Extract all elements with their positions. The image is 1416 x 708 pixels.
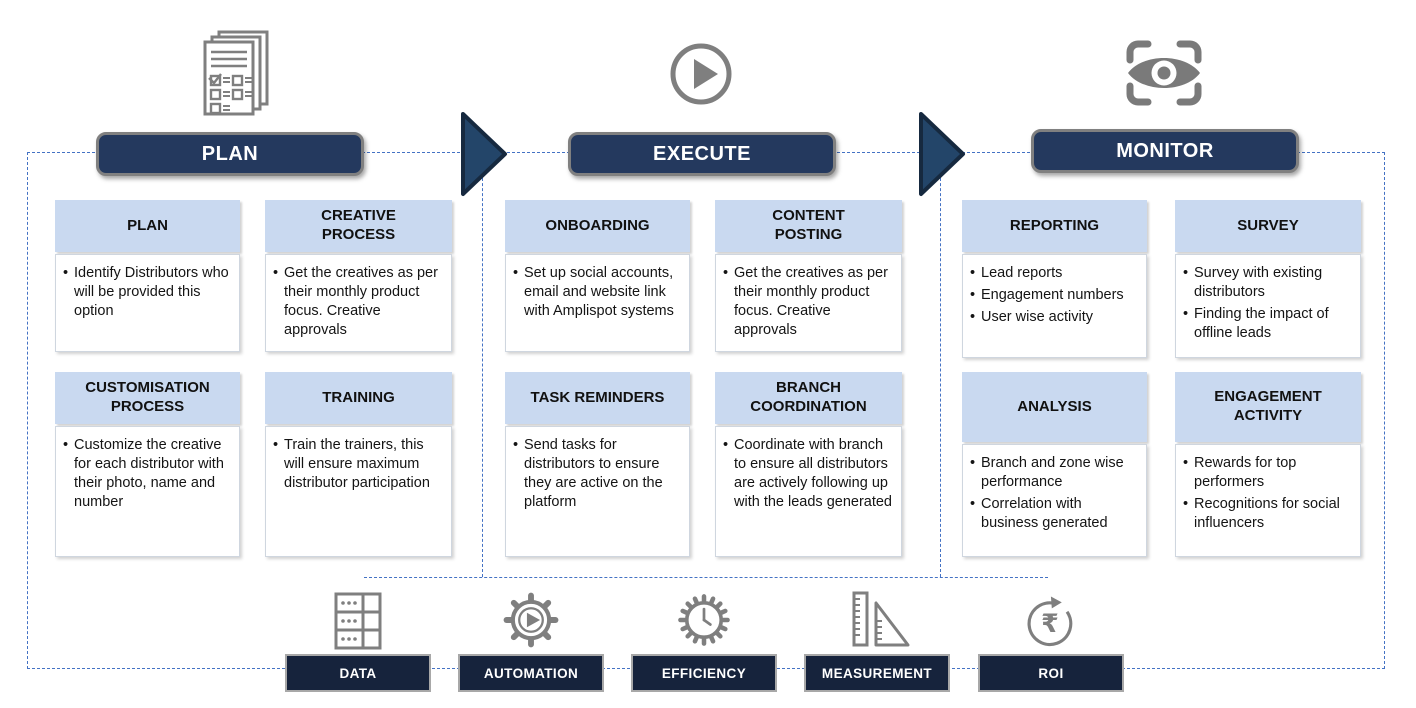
phase-header-plan: PLAN	[96, 132, 364, 176]
card-body: Coordinate with branch to ensure all dis…	[715, 426, 902, 557]
rupee-cycle-icon: ₹	[1027, 596, 1073, 647]
card-engagement-activity: ENGAGEMENT ACTIVITY Rewards for top perf…	[1175, 372, 1361, 557]
card-title: ENGAGEMENT ACTIVITY	[1175, 372, 1361, 442]
gear-play-icon	[503, 592, 559, 648]
card-title: REPORTING	[962, 200, 1147, 252]
play-circle-icon	[670, 43, 732, 105]
card-title: SURVEY	[1175, 200, 1361, 252]
card-creative-process: CREATIVE PROCESS Get the creatives as pe…	[265, 200, 452, 352]
bullet: Engagement numbers	[970, 286, 1142, 305]
phase-header-monitor: MONITOR	[1031, 129, 1299, 173]
dashed-separator-plan-execute	[482, 153, 483, 577]
card-body: Send tasks for distributors to ensure th…	[505, 426, 690, 557]
card-analysis: ANALYSIS Branch and zone wise performanc…	[962, 372, 1147, 557]
clock-badge-icon	[678, 594, 730, 646]
table-data-icon	[334, 592, 382, 650]
card-content-posting: CONTENT POSTING Get the creatives as per…	[715, 200, 902, 352]
card-title: CREATIVE PROCESS	[265, 200, 452, 252]
card-body: Lead reports Engagement numbers User wis…	[962, 254, 1147, 358]
eye-scan-icon	[1126, 40, 1202, 106]
bullet: Finding the impact of offline leads	[1183, 305, 1356, 343]
card-title: TASK REMINDERS	[505, 372, 690, 424]
flow-arrow-icon	[919, 112, 965, 196]
footer-badge-data: DATA	[285, 654, 431, 692]
flow-arrow-icon	[461, 112, 507, 196]
bullet: Recognitions for social influencers	[1183, 495, 1356, 533]
card-body: Survey with existing distributors Findin…	[1175, 254, 1361, 358]
card-training: TRAINING Train the trainers, this will e…	[265, 372, 452, 557]
card-body: Branch and zone wise performance Correla…	[962, 444, 1147, 557]
card-title: PLAN	[55, 200, 240, 252]
card-onboarding: ONBOARDING Set up social accounts, email…	[505, 200, 690, 352]
card-title: BRANCH COORDINATION	[715, 372, 902, 424]
card-title: CONTENT POSTING	[715, 200, 902, 252]
card-body: Train the trainers, this will ensure max…	[265, 426, 452, 557]
bullet: Rewards for top performers	[1183, 454, 1356, 492]
bullet: User wise activity	[970, 308, 1142, 327]
phase-label: PLAN	[201, 142, 259, 165]
bullet: Survey with existing distributors	[1183, 264, 1356, 302]
phase-label: EXECUTE	[653, 142, 751, 165]
bullet: Get the creatives as per their monthly p…	[273, 264, 447, 339]
dashed-footer-line	[364, 577, 1048, 578]
phase-label: MONITOR	[1116, 139, 1214, 162]
dashed-separator-execute-monitor	[940, 153, 941, 577]
footer-badge-roi: ROI	[978, 654, 1124, 692]
card-body: Rewards for top performers Recognitions …	[1175, 444, 1361, 557]
card-body: Set up social accounts, email and websit…	[505, 254, 690, 352]
card-title: TRAINING	[265, 372, 452, 424]
card-survey: SURVEY Survey with existing distributors…	[1175, 200, 1361, 358]
bullet: Correlation with business generated	[970, 495, 1142, 533]
bullet: Set up social accounts, email and websit…	[513, 264, 685, 321]
card-body: Identify Distributors who will be provid…	[55, 254, 240, 352]
footer-badge-measurement: MEASUREMENT	[804, 654, 950, 692]
card-title: ANALYSIS	[962, 372, 1147, 442]
card-branch-coordination: BRANCH COORDINATION Coordinate with bran…	[715, 372, 902, 557]
card-body: Get the creatives as per their monthly p…	[715, 254, 902, 352]
card-body: Customize the creative for each distribu…	[55, 426, 240, 557]
card-title: ONBOARDING	[505, 200, 690, 252]
bullet: Coordinate with branch to ensure all dis…	[723, 436, 897, 511]
ruler-set-square-icon	[852, 591, 910, 647]
bullet: Train the trainers, this will ensure max…	[273, 436, 447, 493]
phase-header-execute: EXECUTE	[568, 132, 836, 176]
footer-badge-efficiency: EFFICIENCY	[631, 654, 777, 692]
card-plan: PLAN Identify Distributors who will be p…	[55, 200, 240, 352]
bullet: Lead reports	[970, 264, 1142, 283]
footer-badge-automation: AUTOMATION	[458, 654, 604, 692]
card-task-reminders: TASK REMINDERS Send tasks for distributo…	[505, 372, 690, 557]
card-customisation-process: CUSTOMISATION PROCESS Customize the crea…	[55, 372, 240, 557]
bullet: Identify Distributors who will be provid…	[63, 264, 235, 321]
checklist-pages-icon	[203, 30, 269, 116]
bullet: Send tasks for distributors to ensure th…	[513, 436, 685, 511]
card-title: CUSTOMISATION PROCESS	[55, 372, 240, 424]
card-reporting: REPORTING Lead reports Engagement number…	[962, 200, 1147, 358]
svg-text:₹: ₹	[1041, 608, 1059, 638]
card-body: Get the creatives as per their monthly p…	[265, 254, 452, 352]
bullet: Get the creatives as per their monthly p…	[723, 264, 897, 339]
bullet: Customize the creative for each distribu…	[63, 436, 235, 511]
bullet: Branch and zone wise performance	[970, 454, 1142, 492]
